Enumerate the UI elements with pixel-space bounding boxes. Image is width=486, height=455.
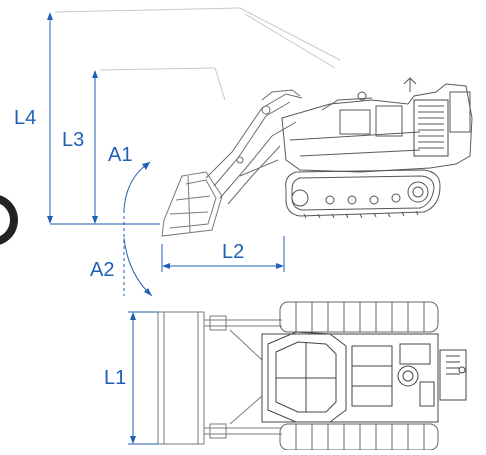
label-l1: L1: [104, 367, 127, 389]
top-view: [157, 301, 467, 451]
body-top: [261, 331, 467, 423]
label-l4: L4: [14, 107, 37, 129]
loader-arms: [205, 89, 303, 205]
machine-body: [281, 77, 473, 173]
arms-top: [204, 315, 282, 439]
label-a2: A2: [90, 259, 115, 281]
side-view: [54, 7, 473, 237]
track: [285, 169, 441, 219]
edge-circle: [0, 195, 18, 245]
label-l2: L2: [222, 241, 245, 263]
bucket: [161, 171, 223, 237]
bucket-top: [157, 311, 205, 445]
label-a1: A1: [108, 144, 133, 166]
tracks-top: [279, 301, 439, 451]
raised-arm-ghost: [54, 7, 341, 101]
dimension-lines: [47, 12, 285, 445]
arc-a2: [123, 237, 153, 297]
label-l3: L3: [62, 129, 85, 151]
